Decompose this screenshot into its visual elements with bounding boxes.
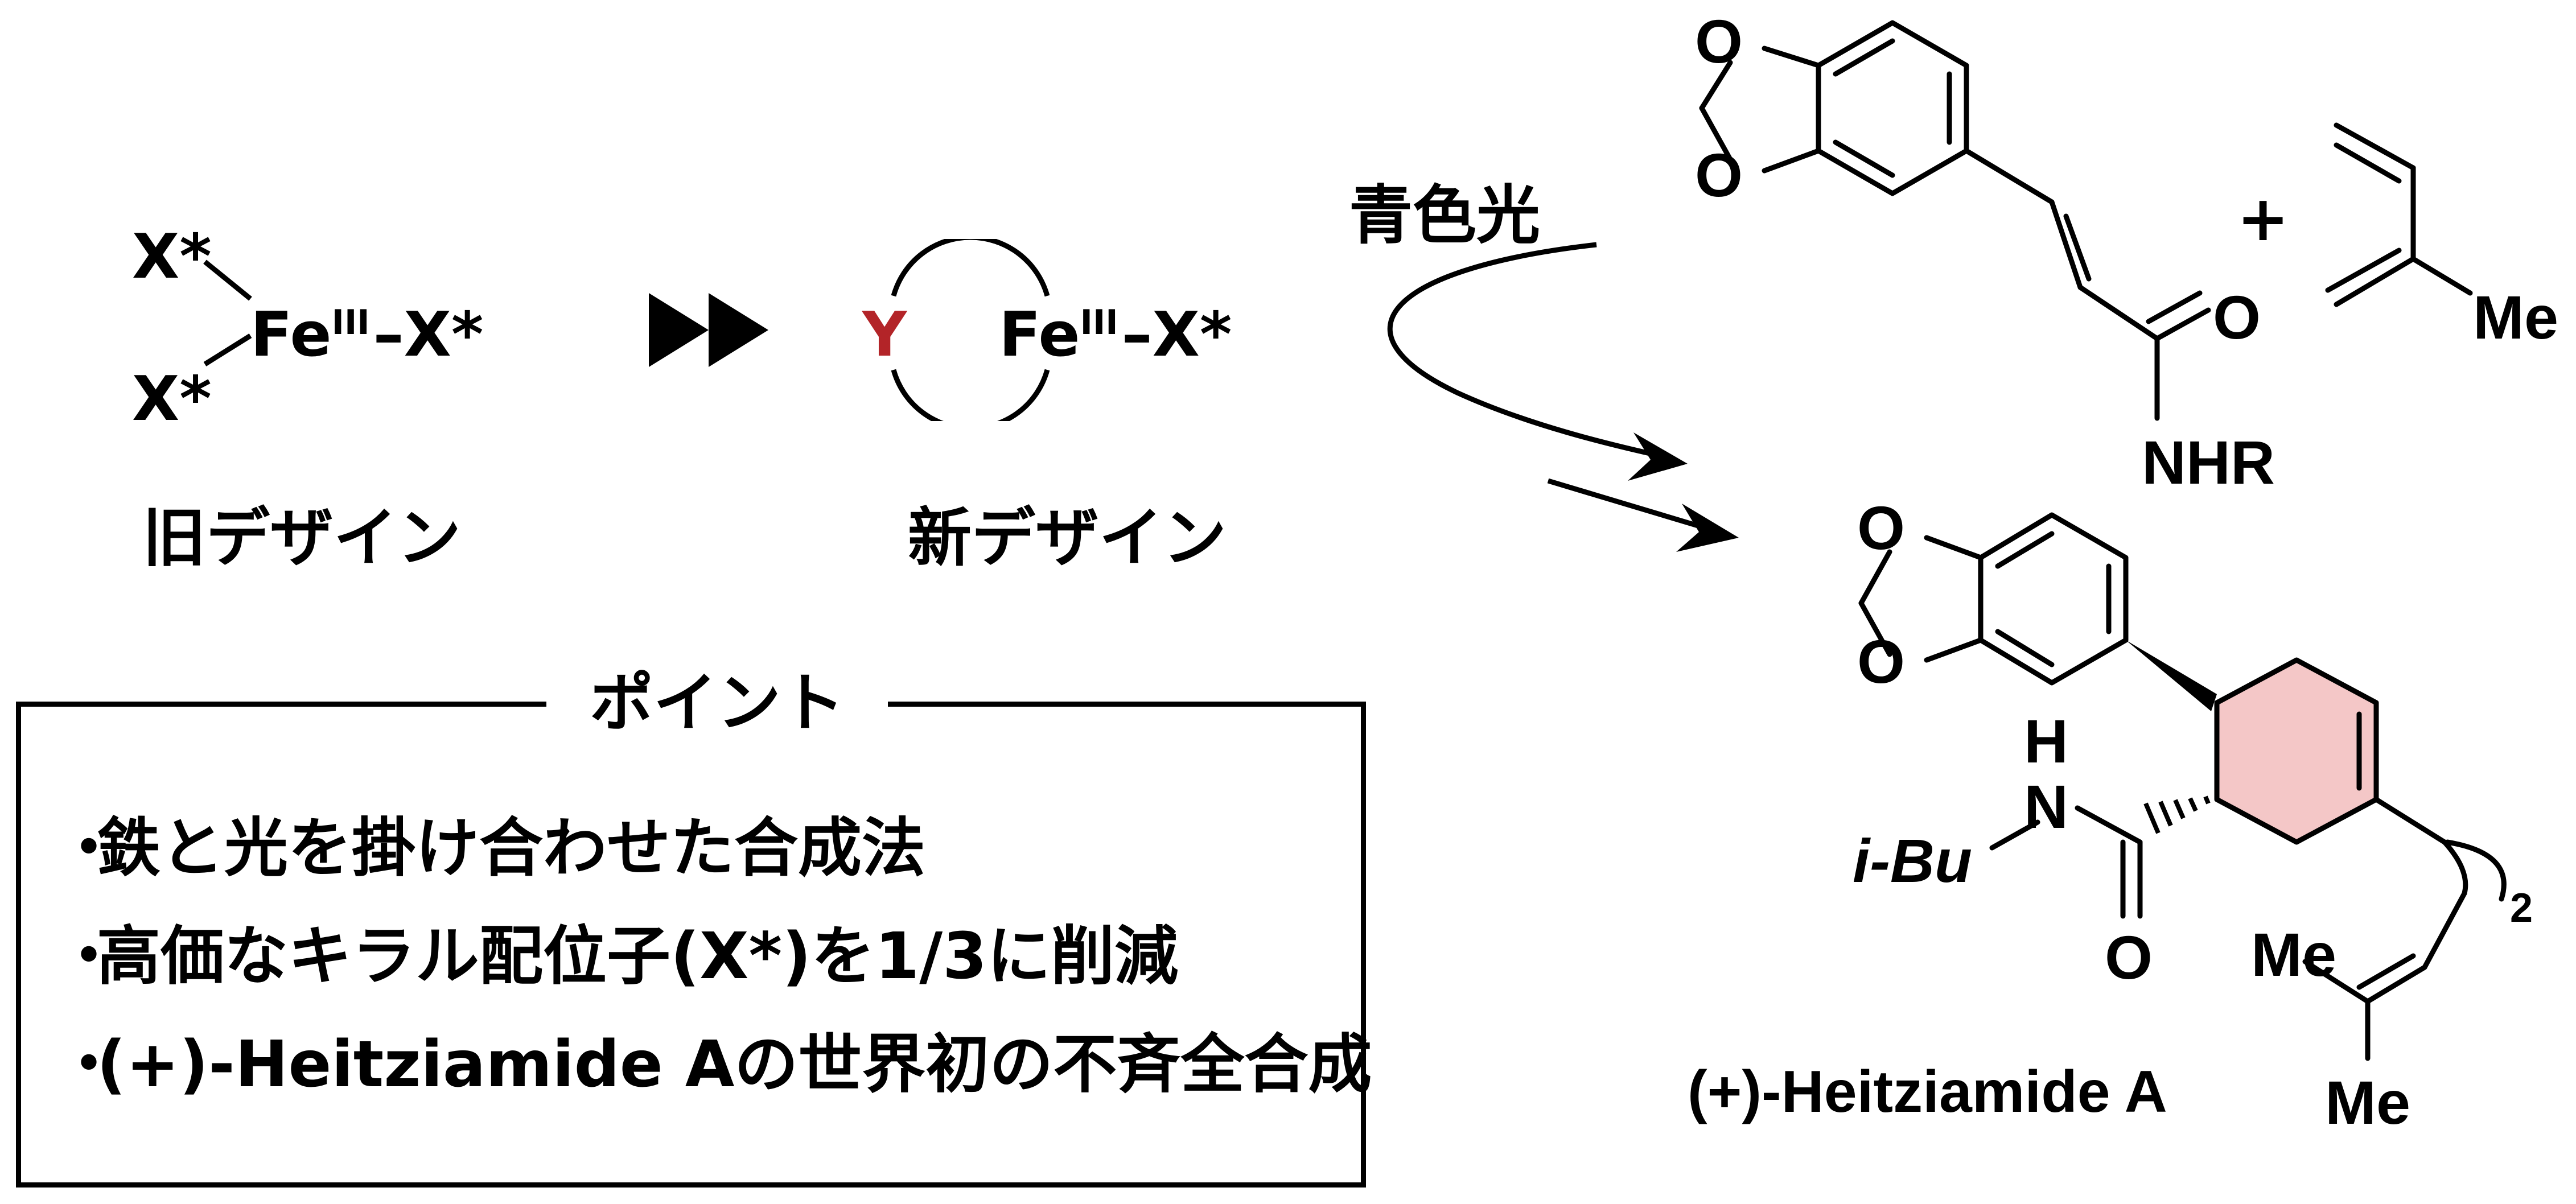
old-design-caption: 旧デザイン [142,501,461,575]
product-carbonyl-o: O [2105,923,2153,992]
new-design-caption: 新デザイン [908,501,1227,575]
point-item-3: ・(+)-Heitziamide Aの世界初の不斉全合成 [57,1028,1372,1102]
product-o-top: O [1857,493,1905,562]
product-name: (+)-Heitziamide A [1688,1059,2167,1125]
reactant1-nhr: NHR [2142,428,2275,497]
product-me-left: Me [2251,920,2336,989]
reactant1-carbonyl-o: O [2213,283,2261,352]
product-chain-subscript: 2 [2510,885,2533,931]
plus-sign: + [2237,182,2290,255]
product-me-bottom: Me [2325,1068,2410,1137]
reactant1-o-bottom: O [1695,141,1743,209]
points-title: ポイント [546,671,888,735]
old-design-x-bottom: X* [132,364,212,435]
product-nh-h: H [2024,707,2068,776]
reactant2-me: Me [2473,283,2558,352]
old-design-bonds [203,259,252,366]
product-nh-n: N [2024,772,2068,841]
new-design-fe: FeIII–X* [999,299,1232,370]
point-item-1: ・鉄と光を掛け合わせた合成法 [57,811,925,885]
new-design-chelate-arcs [891,239,1050,421]
double-arrow-icon [649,293,768,367]
old-design-fe: FeIII–X* [250,299,484,370]
new-design-y: Y [862,299,907,370]
blue-light-label: 青色光 [1349,179,1540,253]
product-o-bottom: O [1857,627,1905,696]
reactant1-o-top: O [1695,7,1743,76]
old-design-x-top: X* [132,221,212,292]
point-item-2: ・高価なキラル配位子(X*)を1/3に削減 [57,920,1179,993]
product-ibu: i-Bu [1853,826,1972,895]
